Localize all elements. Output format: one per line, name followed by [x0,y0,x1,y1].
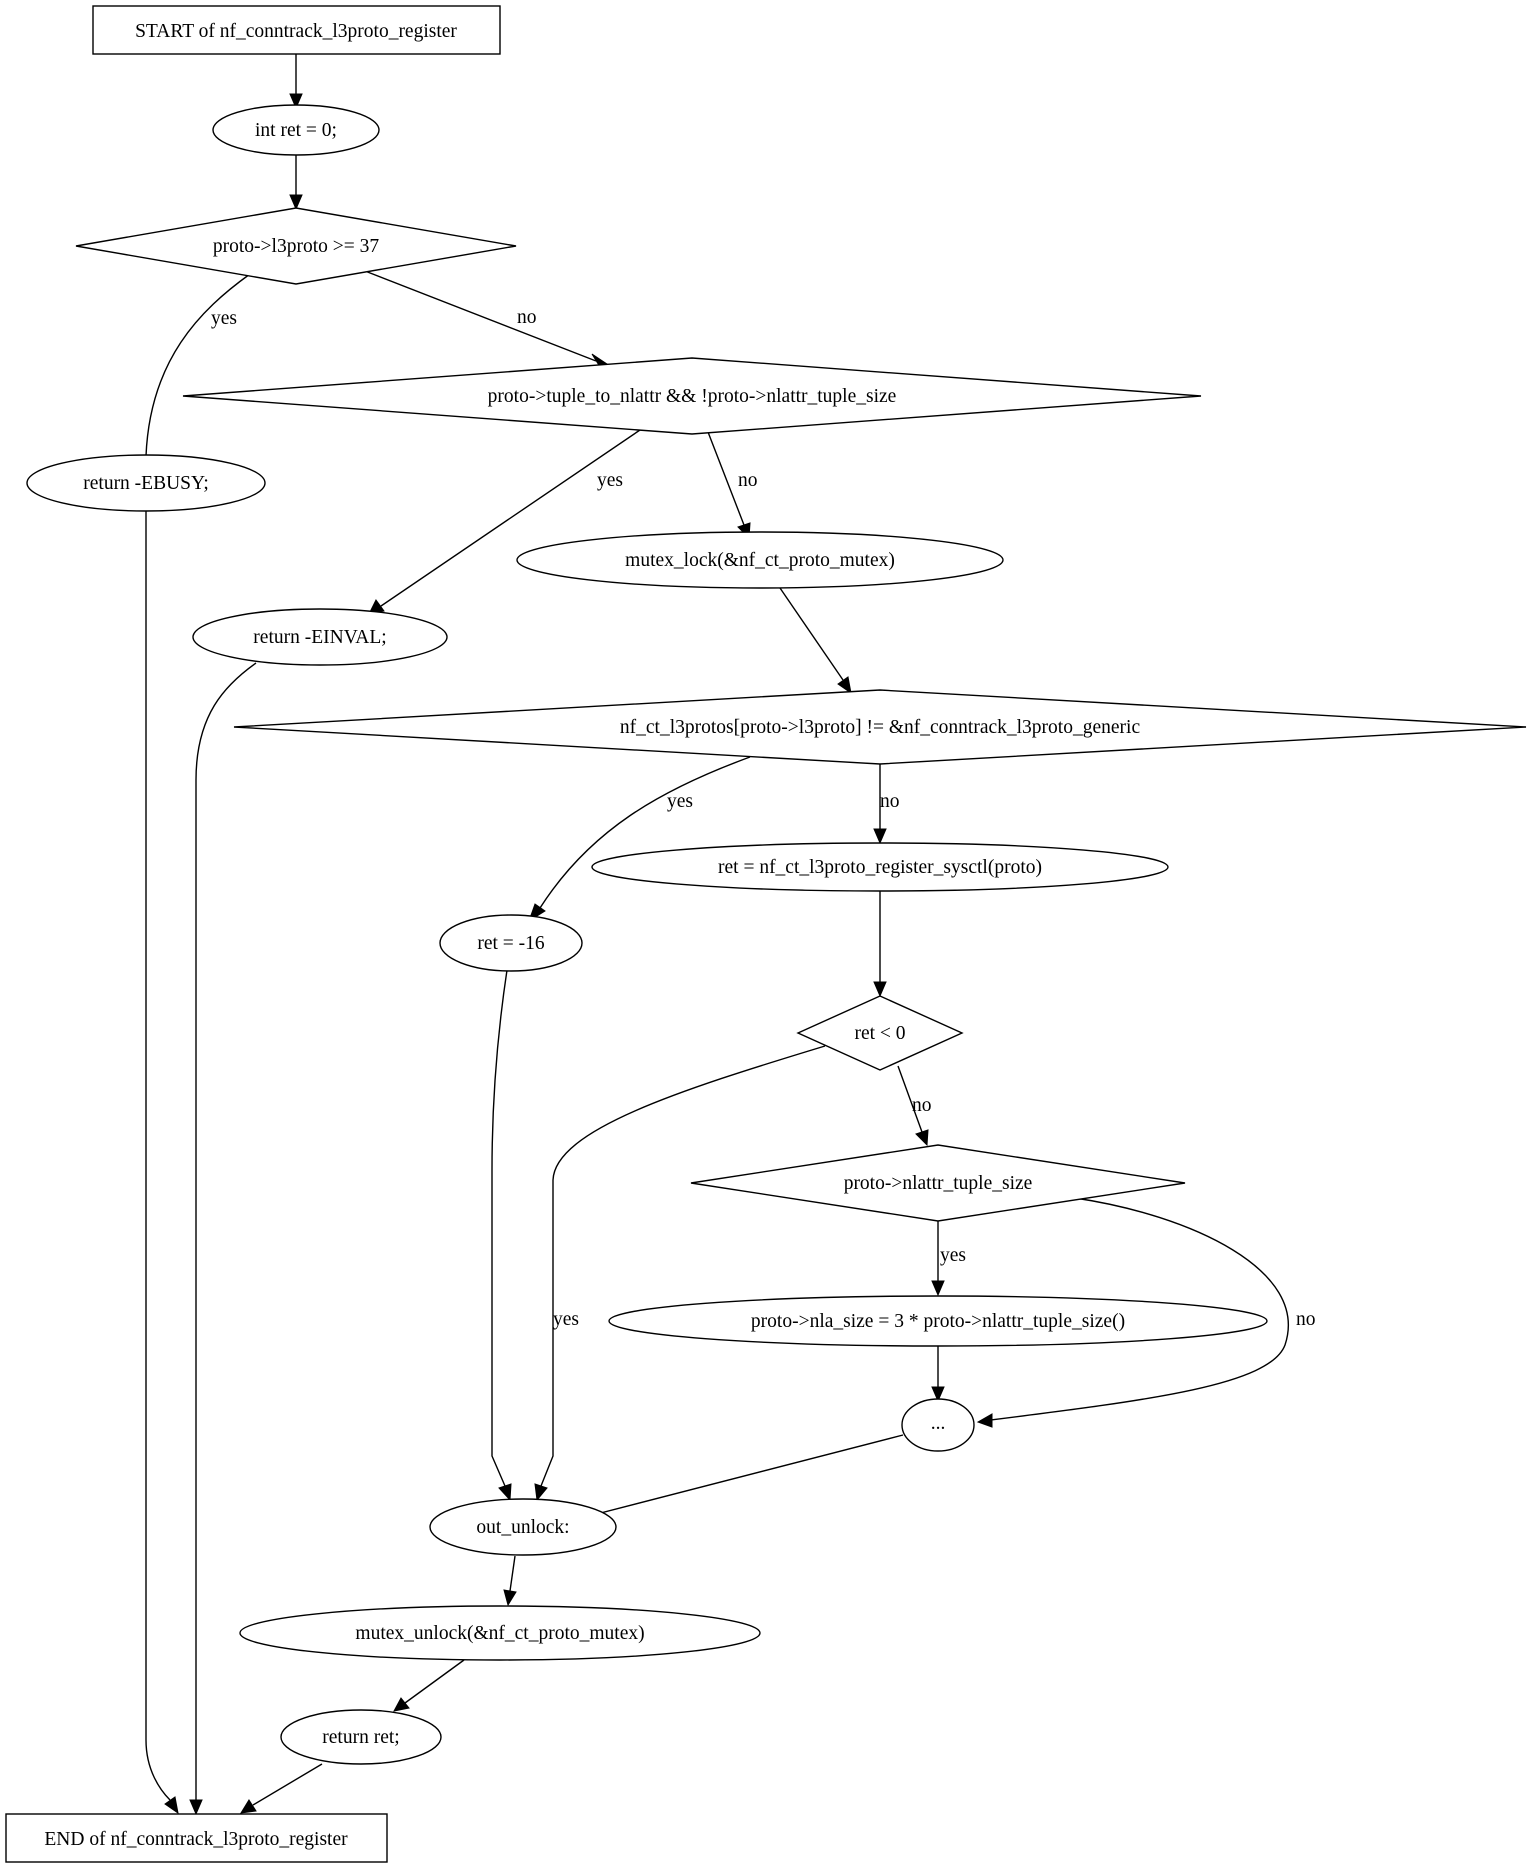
node-return-ret-label: return ret; [322,1727,399,1748]
node-end: END of nf_conntrack_l3proto_register [5,1813,388,1863]
edge-retneg-yes [540,1045,826,1487]
edge-unlock-to-return [404,1659,465,1704]
edge-label-retneg-no: no [912,1095,932,1116]
edge-label-l3proto-no: no [517,307,537,328]
arrowhead [534,1483,548,1502]
node-return-einval: return -EINVAL; [192,608,448,666]
node-ellipsis: ... [901,1398,975,1452]
node-mutex-unlock: mutex_unlock(&nf_ct_proto_mutex) [239,1605,761,1661]
edge-l3proto-no [364,270,597,362]
node-nla-size: proto->nla_size = 3 * proto->nlattr_tupl… [608,1295,1268,1347]
node-end-label: END of nf_conntrack_l3proto_register [44,1829,348,1850]
edges [138,54,1289,1816]
edge-ellipsis-to-outunlock [588,1434,904,1517]
arrowhead [873,981,887,998]
edge-ebusy-to-end [145,511,171,1801]
arrowhead [240,1799,257,1814]
node-cond-l3proto: proto->l3proto >= 37 [75,207,517,285]
edge-label-l3proto-yes: yes [211,308,237,329]
edge-label-nlattr-yes: yes [597,470,623,491]
mutex-lock-ellipse [516,531,1004,589]
node-cond-l3proto-label: proto->l3proto >= 37 [213,236,379,257]
node-cond-nlattr-label: proto->tuple_to_nlattr && !proto->nlattr… [488,386,897,407]
node-nla-size-label: proto->nla_size = 3 * proto->nlattr_tupl… [751,1311,1125,1332]
node-cond-generic-label: nf_ct_l3protos[proto->l3proto] != &nf_co… [620,717,1141,738]
edge-label-generic-no: no [880,791,900,812]
node-cond-ret-neg-label: ret < 0 [854,1023,905,1044]
node-ret-16: ret = -16 [439,914,583,972]
node-init-ret: int ret = 0; [212,104,380,156]
node-cond-ret-neg: ret < 0 [796,995,964,1071]
node-mutex-lock-label: mutex_lock(&nf_ct_proto_mutex) [625,550,895,571]
node-cond-tuple-size-label: proto->nlattr_tuple_size [844,1173,1033,1194]
node-out-unlock: out_unlock: [429,1498,617,1556]
edge-label-generic-yes: yes [667,791,693,812]
nodes: START of nf_conntrack_l3proto_register i… [5,5,1527,1863]
node-register-sysctl: ret = nf_ct_l3proto_register_sysctl(prot… [591,842,1169,892]
arrowhead [503,1589,517,1607]
edge-generic-yes [539,756,751,909]
edge-return-to-end [252,1763,323,1806]
arrowhead [393,1697,410,1712]
node-start-label: START of nf_conntrack_l3proto_register [135,21,457,42]
node-mutex-unlock-label: mutex_unlock(&nf_ct_proto_mutex) [355,1623,644,1644]
mutex-unlock-ellipse [239,1605,761,1661]
edge-ret16-to-outunlock [491,969,508,1487]
edge-label-nlattr-no: no [738,470,758,491]
node-mutex-lock: mutex_lock(&nf_ct_proto_mutex) [516,531,1004,589]
arrowhead [837,676,852,695]
edge-nlattr-yes [380,429,641,607]
arrowhead [289,93,303,110]
arrowhead [873,828,887,845]
node-return-ebusy-label: return -EBUSY; [83,473,208,494]
node-return-ebusy: return -EBUSY; [26,454,266,512]
node-cond-tuple-size: proto->nlattr_tuple_size [690,1144,1186,1222]
edge-outunlock-to-unlock [509,1555,516,1592]
edge-labels: yes no yes no yes no no yes yes no [211,307,1316,1330]
node-ellipsis-label: ... [931,1413,946,1434]
node-cond-generic: nf_ct_l3protos[proto->l3proto] != &nf_co… [233,689,1527,765]
edge-label-retneg-yes: yes [553,1309,579,1330]
node-return-ret: return ret; [280,1709,442,1765]
node-out-unlock-label: out_unlock: [476,1517,569,1538]
edge-einval-to-end [195,662,257,1800]
node-register-sysctl-label: ret = nf_ct_l3proto_register_sysctl(prot… [718,857,1042,878]
arrowhead [976,1413,993,1428]
node-cond-nlattr: proto->tuple_to_nlattr && !proto->nlattr… [182,357,1202,435]
node-ret-16-label: ret = -16 [477,933,545,954]
edge-nlattr-no [707,431,745,526]
arrowhead [931,1280,945,1297]
node-return-einval-label: return -EINVAL; [253,627,386,648]
arrowhead [189,1799,203,1816]
arrowhead [164,1796,179,1815]
edge-label-tuple-no: no [1296,1309,1316,1330]
edge-label-tuple-yes: yes [940,1245,966,1266]
edge-l3proto-yes [145,273,251,457]
node-init-ret-label: int ret = 0; [255,120,337,141]
edge-retneg-no [897,1065,923,1133]
edge-lock-to-cond-generic [779,587,844,681]
arrowhead [498,1483,512,1502]
arrowhead [931,1386,945,1403]
arrowhead [915,1129,929,1147]
arrowhead [289,194,303,211]
node-start: START of nf_conntrack_l3proto_register [92,5,501,55]
edge-tuple-no [990,1197,1289,1421]
